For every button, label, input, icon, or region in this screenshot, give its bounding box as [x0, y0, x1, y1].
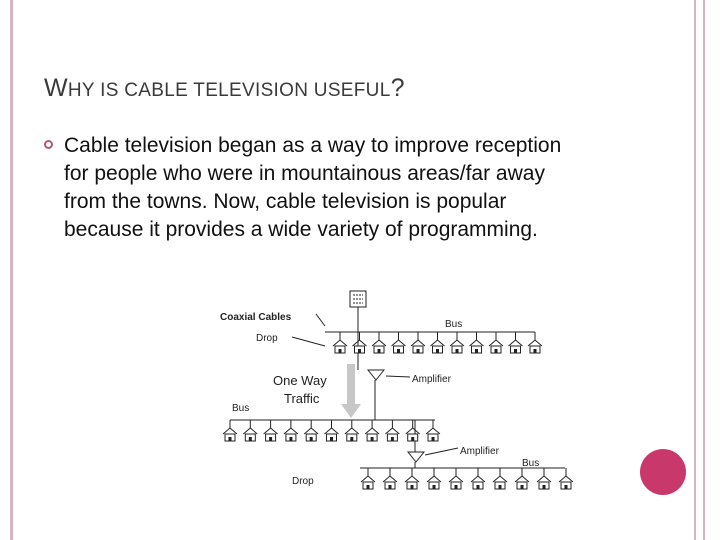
pointer-line	[385, 375, 411, 378]
house-icon	[410, 332, 426, 354]
traffic-label: Traffic	[284, 391, 320, 406]
house-icon	[385, 420, 400, 442]
coaxial-cables-label: Coaxial Cables	[220, 312, 292, 323]
house-icon	[382, 468, 398, 490]
pointer-line	[315, 313, 326, 327]
bus-label: Bus	[232, 403, 249, 414]
house-icon	[242, 420, 258, 442]
house-icon	[263, 420, 278, 442]
house-icon	[558, 468, 574, 490]
house-icon	[508, 332, 523, 354]
bus-label: Bus	[522, 458, 539, 469]
house-icon	[449, 332, 465, 354]
house-icon	[426, 468, 442, 490]
amplifier-icon	[406, 451, 426, 463]
house-icon	[222, 420, 238, 442]
house-icon	[430, 332, 445, 354]
one-way-arrow-icon	[341, 364, 361, 418]
one-way-label: One Way	[273, 373, 327, 388]
bullet-text: Cable television began as a way to impro…	[64, 134, 562, 241]
house-icon	[469, 332, 484, 354]
house-icon	[448, 468, 464, 490]
pointer-line	[291, 336, 326, 347]
house-row-bottom	[360, 468, 574, 490]
house-icon	[404, 468, 420, 490]
bus-label: Bus	[445, 319, 462, 330]
house-icon	[514, 468, 530, 490]
bullet-icon	[44, 140, 53, 149]
house-icon	[360, 468, 376, 490]
amplifier-label: Amplifier	[460, 446, 500, 457]
house-icon	[364, 420, 380, 442]
house-icon	[527, 332, 543, 354]
drop-label: Drop	[256, 333, 278, 344]
house-icon	[371, 332, 387, 354]
house-row-top	[332, 332, 543, 354]
amplifier-icon	[366, 369, 386, 381]
drop-label: Drop	[292, 476, 314, 487]
house-icon	[344, 420, 360, 442]
title-part: ?	[390, 74, 405, 102]
house-icon	[492, 468, 508, 490]
house-icon	[303, 420, 319, 442]
frame-right-inner-line	[703, 0, 705, 540]
house-icon	[470, 468, 486, 490]
headend-icon	[349, 290, 367, 308]
house-icon	[391, 332, 406, 354]
house-icon	[536, 468, 552, 490]
house-row-middle	[222, 420, 441, 442]
title-part: W	[44, 74, 68, 102]
title-part: HY IS CABLE TELEVISION USEFUL	[67, 80, 391, 101]
pointer-line	[424, 447, 459, 456]
house-icon	[405, 420, 421, 442]
house-icon	[283, 420, 299, 442]
slide-title: WHY IS CABLE TELEVISION USEFUL?	[44, 74, 405, 103]
house-icon	[425, 420, 441, 442]
frame-right-line	[694, 0, 696, 540]
frame-left-line	[10, 0, 13, 540]
house-icon	[332, 332, 348, 354]
house-icon	[324, 420, 339, 442]
cable-network-diagram: Coaxial Cables Drop Bus Amplifier One Wa…	[220, 290, 574, 490]
house-icon	[352, 332, 367, 354]
house-icon	[488, 332, 504, 354]
accent-circle	[640, 449, 686, 495]
amplifier-label: Amplifier	[412, 374, 452, 385]
